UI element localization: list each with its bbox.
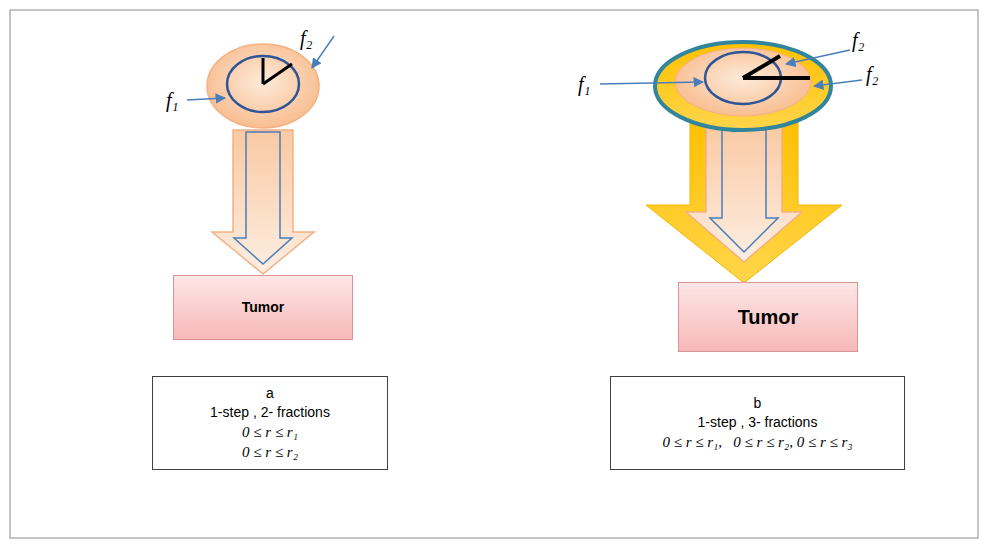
clock-hand [263, 64, 292, 84]
box-line: 1-step , 3- fractions [698, 413, 818, 432]
clock-circle [227, 56, 299, 112]
block-arrow [686, 122, 802, 262]
box-text: Tumor [242, 298, 285, 317]
block-arrow-inner [710, 124, 778, 252]
box-line: 1-step , 2- fractions [210, 403, 330, 422]
clock-hand [743, 56, 780, 78]
block-arrow-inner [234, 132, 292, 264]
caption-box: a1-step , 2- fractions0 ≤ r ≤ r₁0 ≤ r ≤ … [152, 376, 388, 470]
box-line: 0 ≤ r ≤ r₂ [242, 442, 298, 462]
fraction-label: f₁ [166, 90, 179, 110]
tumor-box: Tumor [678, 282, 858, 352]
fraction-label: f₂ [300, 28, 313, 48]
leader-arrow [312, 36, 334, 68]
box-text: a [266, 384, 274, 403]
leader-arrow [600, 82, 703, 84]
fraction-label: f₂ [852, 30, 865, 50]
leader-arrow [786, 50, 850, 64]
box-text: b [754, 394, 762, 413]
block-arrow [212, 130, 314, 274]
box-line: 0 ≤ r ≤ r₁ [242, 422, 298, 442]
tumor-box: Tumor [173, 275, 353, 340]
box-text: Tumor [738, 304, 799, 331]
dose-ellipse-outer [655, 42, 831, 130]
leader-arrow [814, 80, 862, 86]
dose-ellipse [207, 44, 319, 128]
box-line: 0 ≤ r ≤ r₁, 0 ≤ r ≤ r₂, 0 ≤ r ≤ r₃ [662, 432, 852, 452]
fraction-label: f₁ [578, 74, 591, 94]
caption-box: b1-step , 3- fractions0 ≤ r ≤ r₁, 0 ≤ r … [610, 376, 905, 470]
leader-arrow [187, 98, 225, 100]
fraction-label: f₂ [866, 64, 879, 84]
clock-hand [743, 76, 810, 80]
frame [10, 10, 978, 538]
block-arrow-outer [646, 120, 842, 283]
clock-hand [262, 58, 265, 84]
